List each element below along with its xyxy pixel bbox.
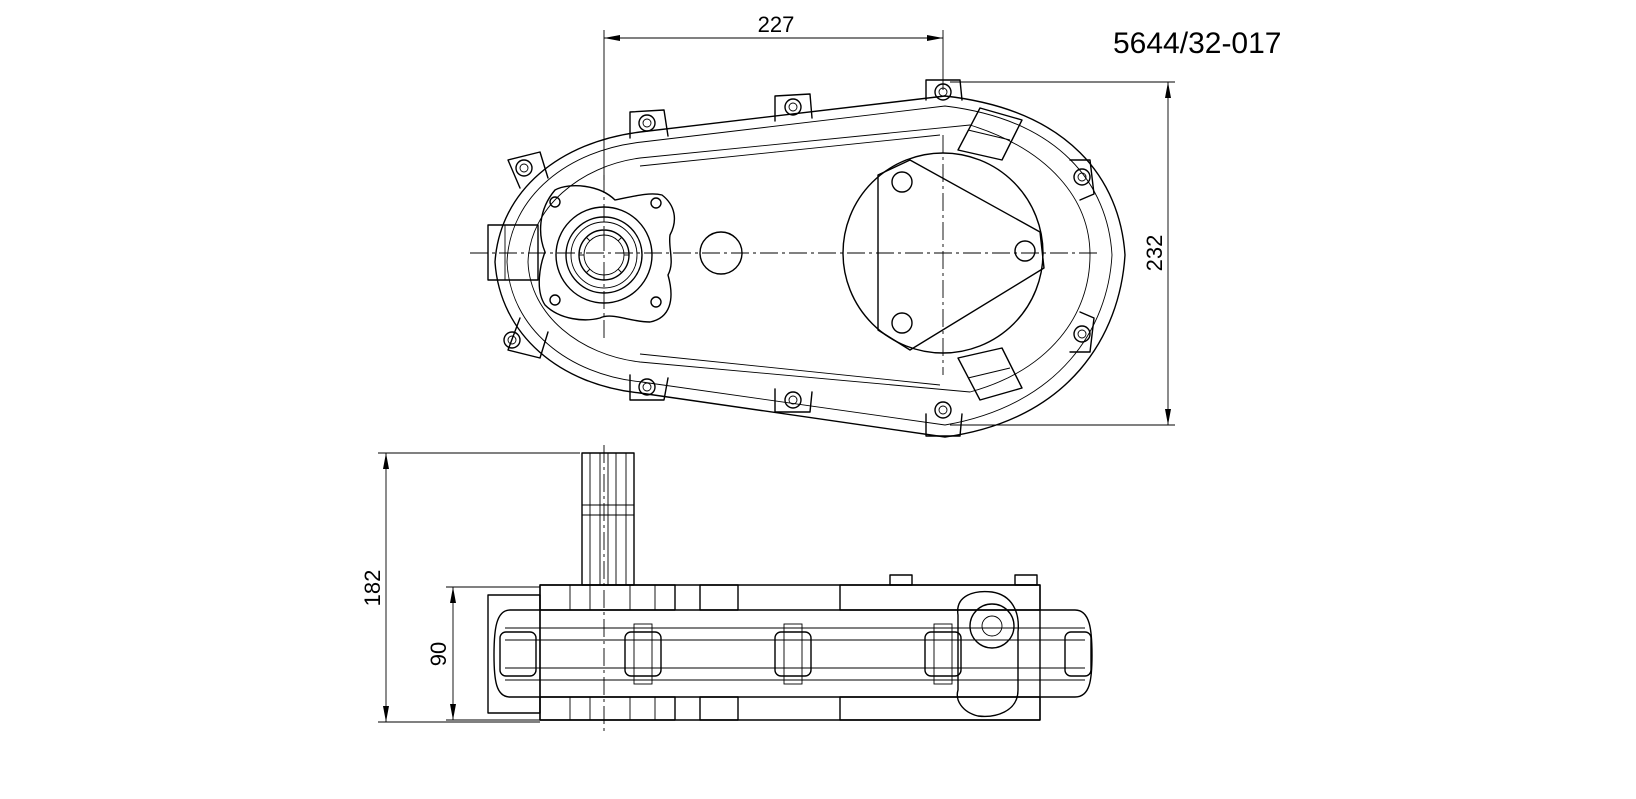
housing-side-body xyxy=(539,584,1041,721)
dimension-label-182: 182 xyxy=(360,570,385,607)
dimension-label-227: 227 xyxy=(758,12,795,37)
lug xyxy=(507,151,549,189)
lug xyxy=(774,93,813,122)
parting-flange xyxy=(493,609,1093,698)
output-hub-boss xyxy=(956,590,1019,718)
splined-shaft xyxy=(581,452,635,586)
chain-rail-upper xyxy=(639,134,941,167)
lug xyxy=(1069,311,1095,353)
housing-outline xyxy=(494,95,1126,438)
output-boss-lower xyxy=(957,347,1023,401)
part-number: 5644/32-017 xyxy=(1113,27,1282,60)
triangular-plate xyxy=(877,159,1045,351)
side-boss xyxy=(487,224,539,281)
housing-inner-wall xyxy=(527,124,1091,393)
dimension-shaft-length: 182 xyxy=(360,452,580,723)
lug xyxy=(629,374,669,401)
input-flange xyxy=(538,185,676,323)
output-hub xyxy=(969,603,1015,649)
lug xyxy=(774,388,813,413)
dimension-overall-height: 232 xyxy=(950,81,1175,426)
lug xyxy=(1069,159,1095,201)
housing-inner-outline xyxy=(506,105,1113,426)
chain-rail-lower xyxy=(639,353,941,386)
lug xyxy=(629,109,669,139)
dimension-label-90: 90 xyxy=(426,642,451,666)
dimension-housing-thickness: 90 xyxy=(426,586,540,721)
output-boss-upper xyxy=(957,107,1023,161)
dimension-label-232: 232 xyxy=(1142,235,1167,272)
dimension-center-distance: 227 xyxy=(603,12,944,180)
lug xyxy=(925,401,963,437)
top-view: 227 232 xyxy=(470,12,1175,438)
side-bolts xyxy=(499,623,1092,685)
lug xyxy=(503,317,549,359)
side-view: 182 90 xyxy=(360,445,1093,735)
